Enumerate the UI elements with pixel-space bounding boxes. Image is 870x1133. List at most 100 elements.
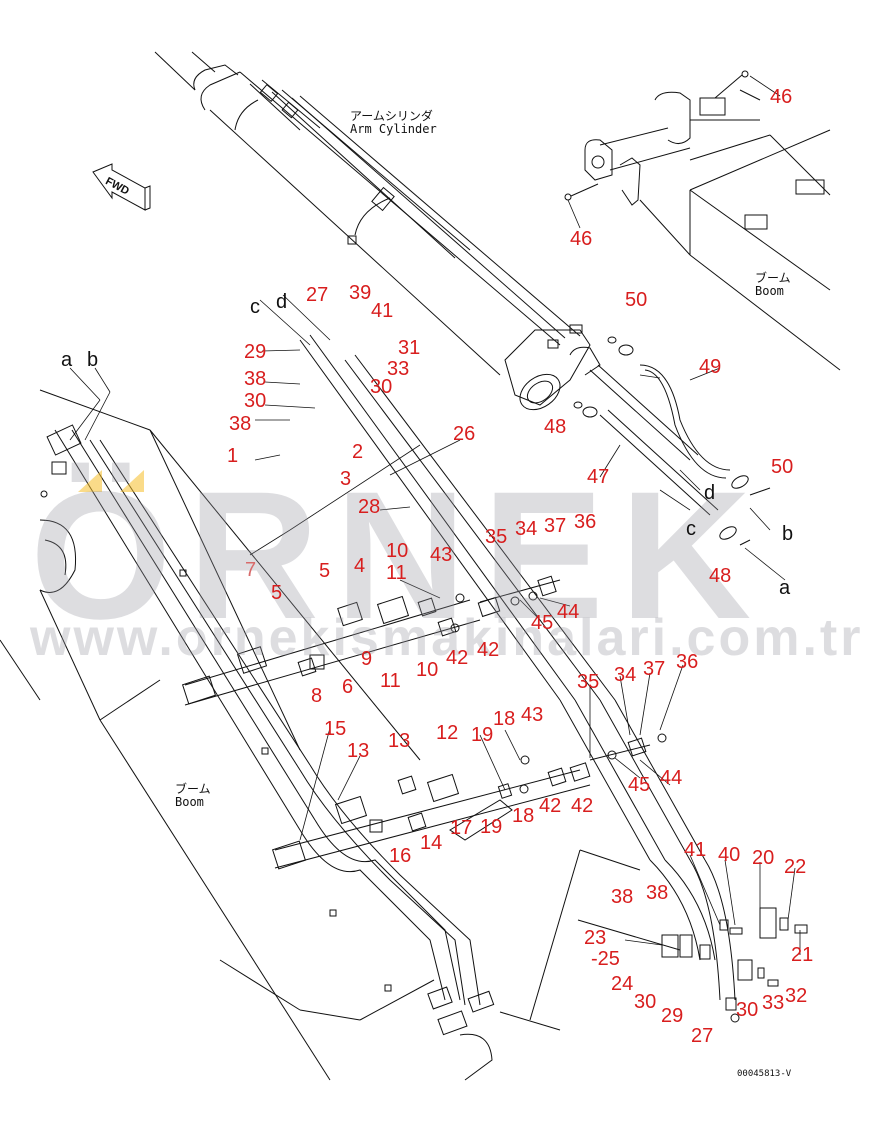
boom-upper-assembly (564, 70, 841, 371)
part-callout-45[interactable]: 45 (531, 612, 554, 634)
part-callout-23[interactable]: 23 (584, 927, 607, 949)
boom-label-top-en: Boom (755, 284, 784, 298)
part-callout-5[interactable]: 5 (271, 582, 283, 604)
part-callout-34[interactable]: 34 (614, 664, 637, 686)
part-callout-14[interactable]: 14 (420, 832, 443, 854)
part-callout-24[interactable]: 24 (611, 973, 634, 995)
part-callout-18[interactable]: 18 (493, 708, 516, 730)
part-callout-2[interactable]: 2 (352, 441, 364, 463)
connection-letter-d-top[interactable]: d (276, 291, 288, 313)
part-callout-13[interactable]: 13 (347, 740, 370, 762)
boom-label-top: ブーム Boom (755, 272, 791, 298)
part-callout-8[interactable]: 8 (311, 685, 323, 707)
part-callout-26[interactable]: 26 (453, 423, 476, 445)
part-callout-42[interactable]: 42 (571, 795, 594, 817)
part-callout-27[interactable]: 27 (306, 284, 329, 306)
connection-letter-d-right[interactable]: d (704, 482, 716, 504)
connection-letter-c-right[interactable]: c (686, 518, 696, 540)
part-callout-4[interactable]: 4 (354, 555, 366, 577)
part-callout-29[interactable]: 29 (244, 341, 267, 363)
part-callout-43[interactable]: 43 (430, 544, 453, 566)
part-callout-12[interactable]: 12 (436, 722, 459, 744)
part-callout-1[interactable]: 1 (227, 445, 239, 467)
part-callout-30[interactable]: 30 (370, 376, 393, 398)
part-callout-16[interactable]: 16 (389, 845, 412, 867)
arm-cylinder-label-jp: アームシリンダ (350, 109, 433, 123)
part-callout-42[interactable]: 42 (446, 647, 469, 669)
part-callout-49[interactable]: 49 (699, 356, 722, 378)
part-callout-19[interactable]: 19 (480, 816, 503, 838)
part-callout-41[interactable]: 41 (684, 839, 707, 861)
part-callout-48[interactable]: 48 (709, 565, 732, 587)
part-callout-31[interactable]: 31 (398, 337, 421, 359)
part-callout-39[interactable]: 39 (349, 282, 372, 304)
part-callout-35[interactable]: 35 (577, 671, 600, 693)
part-callout-37[interactable]: 37 (544, 515, 567, 537)
part-callout-13[interactable]: 13 (388, 730, 411, 752)
part-callout-50[interactable]: 50 (625, 289, 648, 311)
part-callout-10[interactable]: 10 (386, 540, 409, 562)
part-callout-42[interactable]: 42 (477, 639, 500, 661)
part-callout-48[interactable]: 48 (544, 416, 567, 438)
part-callout-38[interactable]: 38 (244, 368, 267, 390)
boom-label-top-jp: ブーム (755, 271, 791, 285)
part-callout-6[interactable]: 6 (342, 676, 354, 698)
part-callout-43[interactable]: 43 (521, 704, 544, 726)
connection-letter-c-top[interactable]: c (250, 296, 260, 318)
part-callout-9[interactable]: 9 (361, 648, 373, 670)
part-callout-34[interactable]: 34 (515, 518, 538, 540)
part-callout-41[interactable]: 41 (371, 300, 394, 322)
part-callout-22[interactable]: 22 (784, 856, 807, 878)
connection-letter-b-left[interactable]: b (87, 349, 99, 371)
part-callout-45[interactable]: 45 (628, 774, 651, 796)
part-callout-17[interactable]: 17 (450, 817, 473, 839)
part-callout-30[interactable]: 30 (634, 991, 657, 1013)
cylinder-hoses (573, 336, 771, 546)
arm-cylinder-label-en: Arm Cylinder (350, 122, 437, 136)
part-callout-10[interactable]: 10 (416, 659, 439, 681)
part-callout-7[interactable]: 7 (245, 559, 257, 581)
part-callout-32[interactable]: 32 (785, 985, 808, 1007)
part-callout-36[interactable]: 36 (574, 511, 597, 533)
part-callout-5[interactable]: 5 (319, 560, 331, 582)
part-callout-15[interactable]: 15 (324, 718, 347, 740)
part-callout-25[interactable]: -25 (591, 948, 620, 970)
part-callout-47[interactable]: 47 (587, 466, 610, 488)
part-callout-19[interactable]: 19 (471, 724, 494, 746)
part-callout-30[interactable]: 30 (736, 999, 759, 1021)
part-callout-3[interactable]: 3 (340, 468, 352, 490)
connection-letter-a-right[interactable]: a (779, 577, 791, 599)
part-callout-20[interactable]: 20 (752, 847, 775, 869)
part-callout-44[interactable]: 44 (557, 601, 580, 623)
part-callout-50[interactable]: 50 (771, 456, 794, 478)
part-callout-42[interactable]: 42 (539, 795, 562, 817)
part-callout-18[interactable]: 18 (512, 805, 535, 827)
boom-lower-outline (0, 389, 641, 1081)
connection-letter-a-left[interactable]: a (61, 349, 73, 371)
part-callout-46[interactable]: 46 (770, 86, 793, 108)
part-callout-29[interactable]: 29 (661, 1005, 684, 1027)
part-callout-35[interactable]: 35 (485, 526, 508, 548)
drawing-id: 00045813-V (737, 1069, 792, 1079)
part-callout-21[interactable]: 21 (791, 944, 814, 966)
connection-letter-b-right[interactable]: b (782, 523, 794, 545)
part-callout-30[interactable]: 30 (244, 390, 267, 412)
leader-lines (69, 75, 801, 955)
arm-cylinder (154, 51, 601, 411)
boom-label-left-jp: ブーム (175, 782, 211, 796)
part-callout-33[interactable]: 33 (762, 992, 785, 1014)
part-callout-38[interactable]: 38 (611, 886, 634, 908)
part-callout-27[interactable]: 27 (691, 1025, 714, 1047)
part-callout-40[interactable]: 40 (718, 844, 741, 866)
watermark-brand: ÖRNEK (30, 453, 768, 657)
part-callout-44[interactable]: 44 (660, 767, 683, 789)
part-callout-36[interactable]: 36 (676, 651, 699, 673)
part-callout-11[interactable]: 11 (380, 670, 401, 692)
part-callout-37[interactable]: 37 (643, 658, 666, 680)
part-callout-11[interactable]: 11 (386, 562, 407, 584)
part-callout-38[interactable]: 38 (229, 413, 252, 435)
part-callout-28[interactable]: 28 (358, 496, 381, 518)
part-callout-46[interactable]: 46 (570, 228, 593, 250)
part-callout-38[interactable]: 38 (646, 882, 669, 904)
part-callout-33[interactable]: 33 (387, 358, 410, 380)
